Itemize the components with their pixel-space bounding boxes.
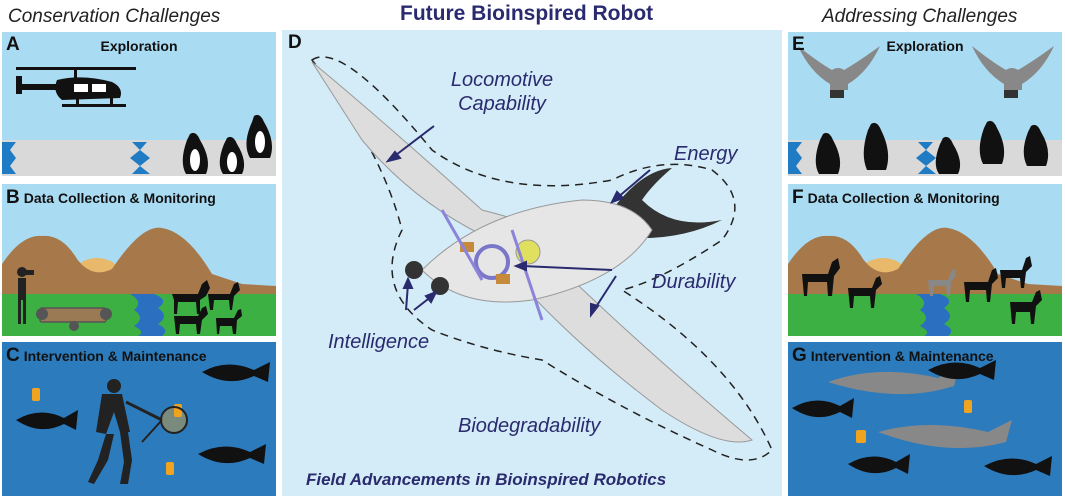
panel-a-letter: A — [6, 34, 20, 55]
water-crack — [130, 142, 150, 174]
panel-f-letter: F — [792, 187, 804, 208]
panel-c-title: Intervention & Maintenance — [23, 348, 207, 364]
panel-f-scene — [788, 227, 1062, 336]
panel-c-scene — [16, 362, 270, 484]
robot-internals — [405, 209, 544, 321]
camera-eye-icon — [405, 261, 423, 279]
right-column-title: Addressing Challenges — [822, 6, 1018, 27]
feature-intelligence: Intelligence — [328, 331, 430, 353]
trash-can-icons — [856, 400, 972, 443]
diver-icon — [88, 379, 188, 484]
bird-drone-icons — [798, 46, 1054, 98]
panel-b-title: Data Collection & Monitoring — [23, 190, 216, 206]
bottom-title: Field Advancements in Bioinspired Roboti… — [306, 470, 667, 489]
panel-d-letter: D — [288, 32, 302, 53]
panel-a-exploration: A Exploration — [2, 32, 276, 176]
panel-e-scene — [788, 46, 1062, 176]
panel-d-robot: D Locomotive Capability Energy Durabilit… — [282, 30, 782, 496]
panel-e-title: Exploration — [886, 38, 964, 54]
fish-icons — [16, 362, 270, 464]
robot-shark-icons — [828, 364, 1012, 449]
feature-energy: Energy — [674, 143, 738, 165]
left-column-title: Conservation Challenges — [8, 6, 221, 27]
panel-e-exploration: E Exploration — [788, 32, 1062, 176]
feature-locomotive-line1: Locomotive — [450, 69, 554, 91]
panel-a-title: Exploration — [100, 38, 178, 54]
robot-illustration — [310, 56, 773, 461]
panel-b-scene — [2, 227, 276, 336]
deer-icons — [172, 280, 242, 334]
feature-biodegradability: Biodegradability — [458, 415, 601, 437]
robot-lower-wing — [521, 249, 754, 443]
panel-a-scene — [2, 67, 276, 176]
center-title: Future Bioinspired Robot — [400, 2, 654, 25]
mountains — [2, 227, 276, 299]
person-icon — [17, 267, 34, 324]
water-edge-left — [2, 142, 16, 174]
feature-locomotive-capability: Locomotive Capability — [422, 68, 582, 116]
stream — [130, 294, 166, 336]
panel-g-title: Intervention & Maintenance — [810, 348, 994, 364]
feature-arrows — [385, 125, 651, 318]
rover-icon — [36, 307, 112, 331]
panel-g-scene — [792, 360, 1052, 476]
helicopter-icon — [16, 67, 136, 107]
sensor-eye-icon — [431, 277, 449, 295]
panel-e-letter: E — [792, 34, 805, 55]
panel-b-letter: B — [6, 187, 20, 208]
robot-deer-icon — [928, 269, 956, 296]
panel-g-letter: G — [792, 345, 807, 366]
panel-f-title: Data Collection & Monitoring — [807, 190, 1000, 206]
fish-icons — [792, 360, 1052, 476]
deer-icons — [802, 256, 1042, 324]
penguin-icons — [815, 120, 1049, 174]
feature-durability: Durability — [652, 271, 736, 293]
panel-c-letter: C — [6, 345, 20, 366]
robot-outline-dashed — [310, 56, 773, 461]
feature-locomotive-line2: Capability — [458, 93, 546, 115]
